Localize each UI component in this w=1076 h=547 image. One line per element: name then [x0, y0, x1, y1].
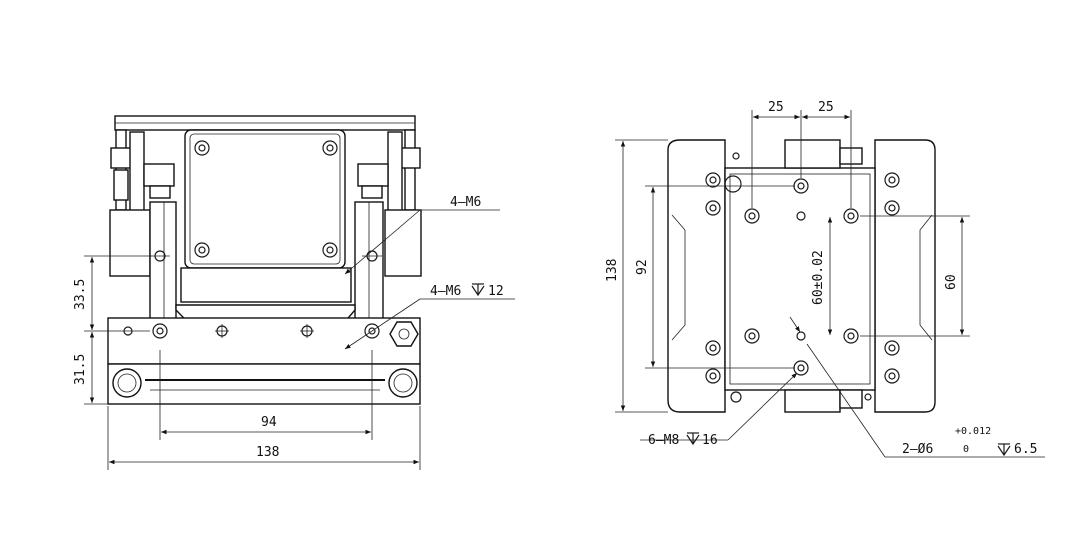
front-callout-4-m6-top: 4—M6	[450, 195, 481, 210]
front-callout-depth: 12	[488, 284, 504, 299]
dim-25-right: 25	[818, 100, 834, 115]
callout-6-m8: 6—M8	[648, 433, 679, 448]
front-callout-4-m6-mid: 4—M6	[430, 284, 461, 299]
dim-33-5: 33.5	[73, 279, 88, 310]
depth-symbol-icon	[471, 283, 485, 297]
dim-60-right: 60	[944, 274, 959, 290]
pin-tolerance-upper: +0.012	[955, 426, 991, 437]
depth-symbol-icon	[686, 432, 700, 446]
dim-138-front: 138	[256, 445, 279, 460]
pin-tolerance-lower: 0	[963, 444, 969, 455]
dim-25-left: 25	[768, 100, 784, 115]
dim-31-5: 31.5	[73, 354, 88, 385]
dim-60-tolerance: 60±0.02	[811, 250, 826, 305]
front-view: 4—M6 4—M6 12 94 138 33.5 31.5	[73, 115, 515, 470]
callout-6-m8-depth: 16	[702, 433, 718, 448]
depth-symbol-icon	[997, 443, 1011, 457]
dim-94: 94	[261, 415, 277, 430]
top-view: 25 25 138 92 60±0.02 60 6—M8 16	[605, 100, 1045, 458]
dim-92: 92	[635, 259, 650, 275]
pin-depth: 6.5	[1014, 442, 1037, 457]
callout-2-dia-6: 2—Ø6	[902, 442, 933, 457]
dim-138-top: 138	[605, 259, 620, 282]
